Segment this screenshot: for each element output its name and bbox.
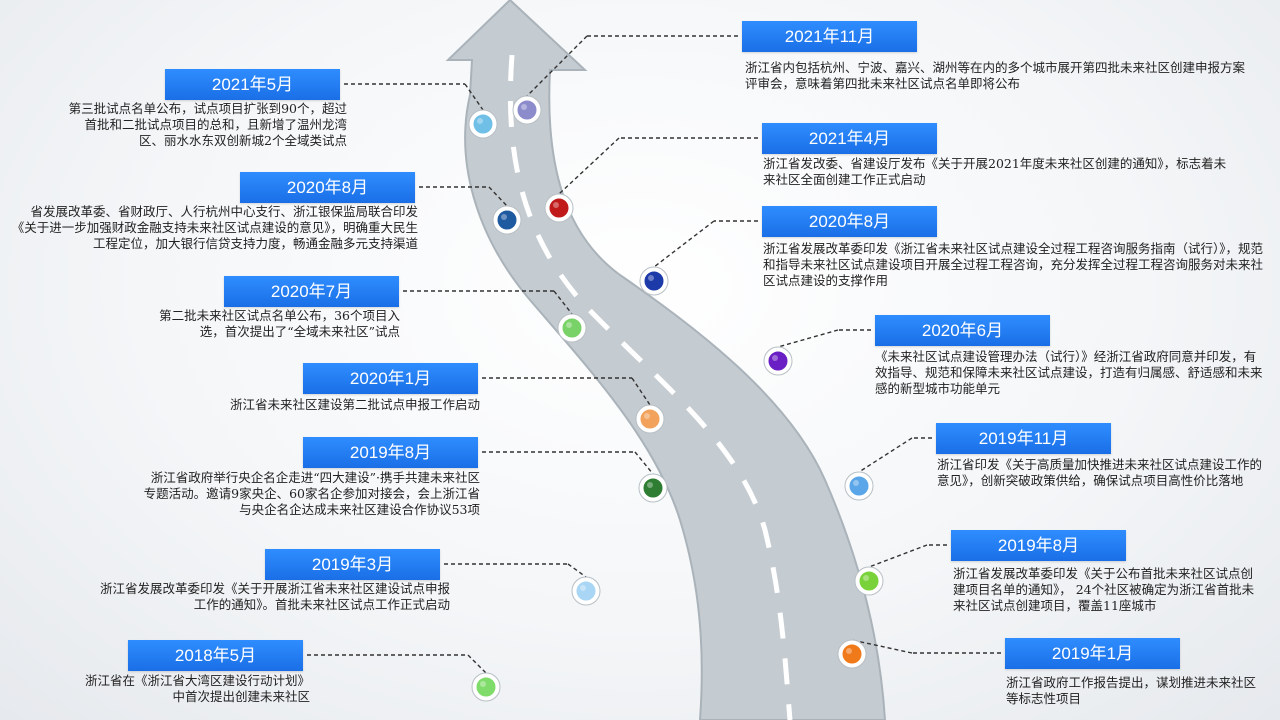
event-description: 浙江省未来社区建设第二批试点申报工作启动 (229, 397, 480, 412)
event-date-badge: 2021年5月 (165, 69, 340, 100)
connector-line (777, 329, 839, 348)
connector-line (868, 544, 928, 568)
timeline-dot-highlight (647, 482, 653, 488)
event-description: 《未来社区试点建设管理办法（试行）》经浙江省政府同意并印发，有效指导、规范和保障… (875, 349, 1263, 396)
timeline-dot-highlight (553, 202, 559, 208)
timeline-dot-highlight (566, 322, 572, 328)
timeline-dot (560, 316, 584, 340)
timeline-dot (857, 569, 881, 593)
timeline-dot-highlight (648, 275, 654, 281)
timeline-dot-highlight (853, 480, 859, 486)
event-date-badge: 2021年4月 (762, 123, 937, 154)
connector-lines (307, 35, 1001, 674)
timeline-dot (766, 349, 790, 373)
event-date-badge: 2021年11月 (742, 21, 917, 52)
connector-line (858, 437, 913, 473)
timeline-dot-highlight (644, 413, 650, 419)
event-date-badge: 2019年3月 (265, 549, 440, 580)
connector-line (558, 137, 620, 195)
timeline-dot (847, 474, 871, 498)
event-date-badge: 2020年1月 (303, 363, 478, 394)
connector-line (553, 290, 573, 315)
timeline-dot (474, 675, 498, 699)
connector-line (464, 83, 484, 111)
timeline-dot-highlight (863, 575, 869, 581)
event-description: 第二批未来社区试点名单公布，36个项目入选，首次提出了“全域未来社区”试点 (159, 308, 400, 339)
timeline-dot (495, 208, 519, 232)
event-date-badge: 2018年5月 (128, 640, 303, 671)
timeline-dot-highlight (772, 355, 778, 361)
event-description: 浙江省政府举行央企名企走进“四大建设”·携手共建未来社区专题活动。邀请9家央企、… (143, 470, 480, 517)
event-description: 浙江省发展改革委印发《关于开展浙江省未来社区建设试点申报工作的通知》。首批未来社… (100, 581, 451, 612)
event-description: 浙江省政府工作报告提出，谋划推进未来社区等标志性项目 (1006, 675, 1257, 706)
event-date-badge: 2019年8月 (303, 437, 478, 468)
event-date-badge: 2019年11月 (936, 423, 1111, 454)
connector-line (634, 451, 654, 475)
road-shape (445, 0, 887, 720)
event-date-badge: 2020年8月 (762, 206, 937, 237)
timeline-dot-highlight (521, 104, 527, 110)
event-date-badge: 2019年1月 (1005, 638, 1180, 669)
event-description: 浙江省印发《关于高质量加快推进未来社区试点建设工作的意见》，创新突破政策供给，确… (937, 457, 1263, 488)
timeline-dot-highlight (480, 681, 486, 687)
timeline-dot (471, 112, 495, 136)
connector-line (567, 563, 587, 578)
event-date-badge: 2020年8月 (240, 172, 415, 203)
timeline-dot (515, 98, 539, 122)
timeline-dot-highlight (501, 214, 507, 220)
event-description: 浙江省发改委、省建设厅发布《关于开展2021年度未来社区创建的通知》，标志着未来… (763, 156, 1227, 187)
event-description: 省发展改革委、省财政厅、人行杭州中心支行、浙江银保监局联合印发《关于进一步加强财… (11, 204, 418, 251)
timeline-dot-highlight (580, 585, 586, 591)
connector-line (851, 639, 913, 654)
timeline-dot (642, 269, 666, 293)
event-date-badge: 2020年6月 (875, 315, 1050, 346)
timeline-dot (547, 196, 571, 220)
timeline-dot (638, 407, 662, 431)
timeline-dot-highlight (477, 118, 483, 124)
connector-line (653, 220, 715, 268)
timeline-dot-highlight (846, 648, 852, 654)
event-description: 浙江省发展改革委印发《关于公布首批未来社区试点创建项目名单的通知》， 24个社区… (953, 566, 1255, 613)
connector-line (526, 35, 588, 97)
event-date-badge: 2019年8月 (951, 530, 1126, 561)
timeline-dots (468, 95, 884, 702)
event-date-badge: 2020年7月 (224, 276, 399, 307)
timeline-dot (641, 476, 665, 500)
event-description: 浙江省内包括杭州、宁波、嘉兴、湖州等在内的多个城市展开第四批未来社区创建申报方案… (745, 60, 1246, 91)
road-center-line (507, 54, 793, 720)
event-description: 第三批试点名单公布，试点项目扩张到90个，超过首批和二批试点项目的总和，且新增了… (68, 101, 347, 148)
timeline-dot (574, 579, 598, 603)
event-description: 浙江省发展改革委印发《浙江省未来社区试点建设全过程工程咨询服务指南（试行）》，规… (763, 241, 1264, 288)
timeline-dot (840, 642, 864, 666)
connector-line (488, 186, 508, 207)
connector-line (467, 654, 487, 674)
event-description: 浙江省在《浙江省大湾区建设行动计划》中首次提出创建未来社区 (84, 673, 310, 704)
connector-line (631, 377, 651, 406)
